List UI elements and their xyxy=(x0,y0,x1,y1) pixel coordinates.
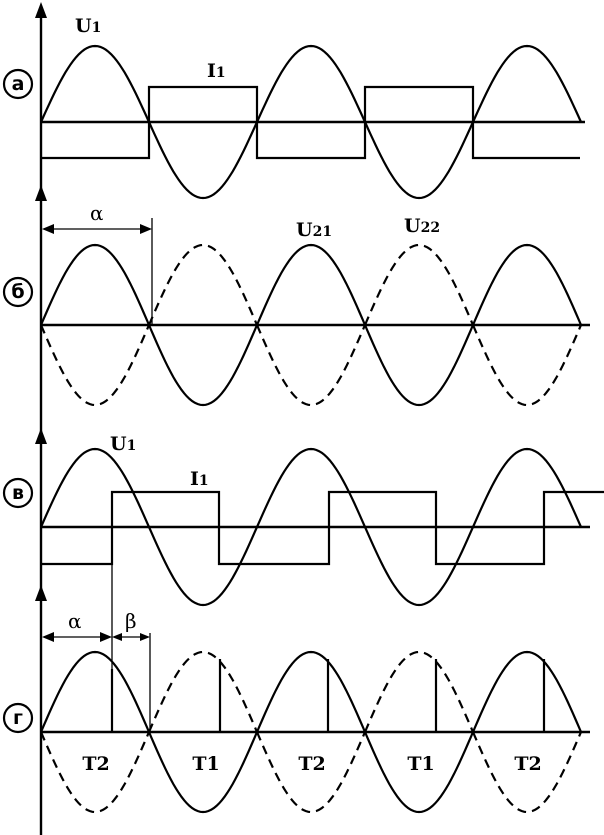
panel-b-u21-label: U21 xyxy=(296,219,332,241)
panel-g-alpha-label: α xyxy=(68,609,82,633)
panel-marker-g: г xyxy=(2,702,34,734)
svg-text:г: г xyxy=(13,707,23,729)
panel-marker-b: б xyxy=(2,276,34,308)
panel-marker-v: в xyxy=(2,477,34,509)
panel-a-i1-label: I1 xyxy=(207,60,226,82)
panel-a-u1-sine xyxy=(39,44,583,200)
panel-b-alpha-arrow-right xyxy=(140,224,152,234)
panel-v-u1-label: U1 xyxy=(110,433,136,455)
panel-b-alpha-label: α xyxy=(90,201,104,225)
panel-v-u1-sine xyxy=(39,447,583,607)
panel-g-beta-arrow-right xyxy=(140,633,150,641)
svg-text:в: в xyxy=(12,482,24,504)
svg-text:б: б xyxy=(11,281,24,303)
panel-a-i1-square xyxy=(41,85,580,160)
axis-arrow-g xyxy=(35,585,47,601)
panel-b-u22-label: U22 xyxy=(404,215,440,237)
panel-a-u1-label: U1 xyxy=(75,15,101,37)
axis-arrow-v xyxy=(35,428,47,444)
panel-marker-a: а xyxy=(2,68,34,100)
panel-v-i1-square xyxy=(41,490,604,566)
panel-b-alpha-arrow-left xyxy=(42,224,54,234)
interval-label: T2 xyxy=(514,753,541,775)
svg-text:а: а xyxy=(12,73,25,95)
interval-label: T2 xyxy=(298,753,325,775)
panel-g-alpha-arrow-left xyxy=(42,632,54,642)
panel-g-beta-label: β xyxy=(125,609,137,633)
axis-arrow-b xyxy=(35,185,47,201)
interval-label: T1 xyxy=(407,753,434,775)
interval-label: T1 xyxy=(192,753,219,775)
panel-v-i1-label: I1 xyxy=(190,468,209,490)
axis-arrow-a xyxy=(35,2,47,18)
interval-label: T2 xyxy=(82,753,109,775)
panel-g-solid-sine xyxy=(39,650,583,814)
panel-g-interval-labels: T2 T1 T2 T1 T2 xyxy=(82,753,541,775)
panel-b-u21-sine xyxy=(39,243,583,407)
panel-g-switch-lines xyxy=(110,659,546,732)
panel-g-alpha-arrow-right xyxy=(100,632,112,642)
panel-g-beta-arrow-left xyxy=(112,633,122,641)
